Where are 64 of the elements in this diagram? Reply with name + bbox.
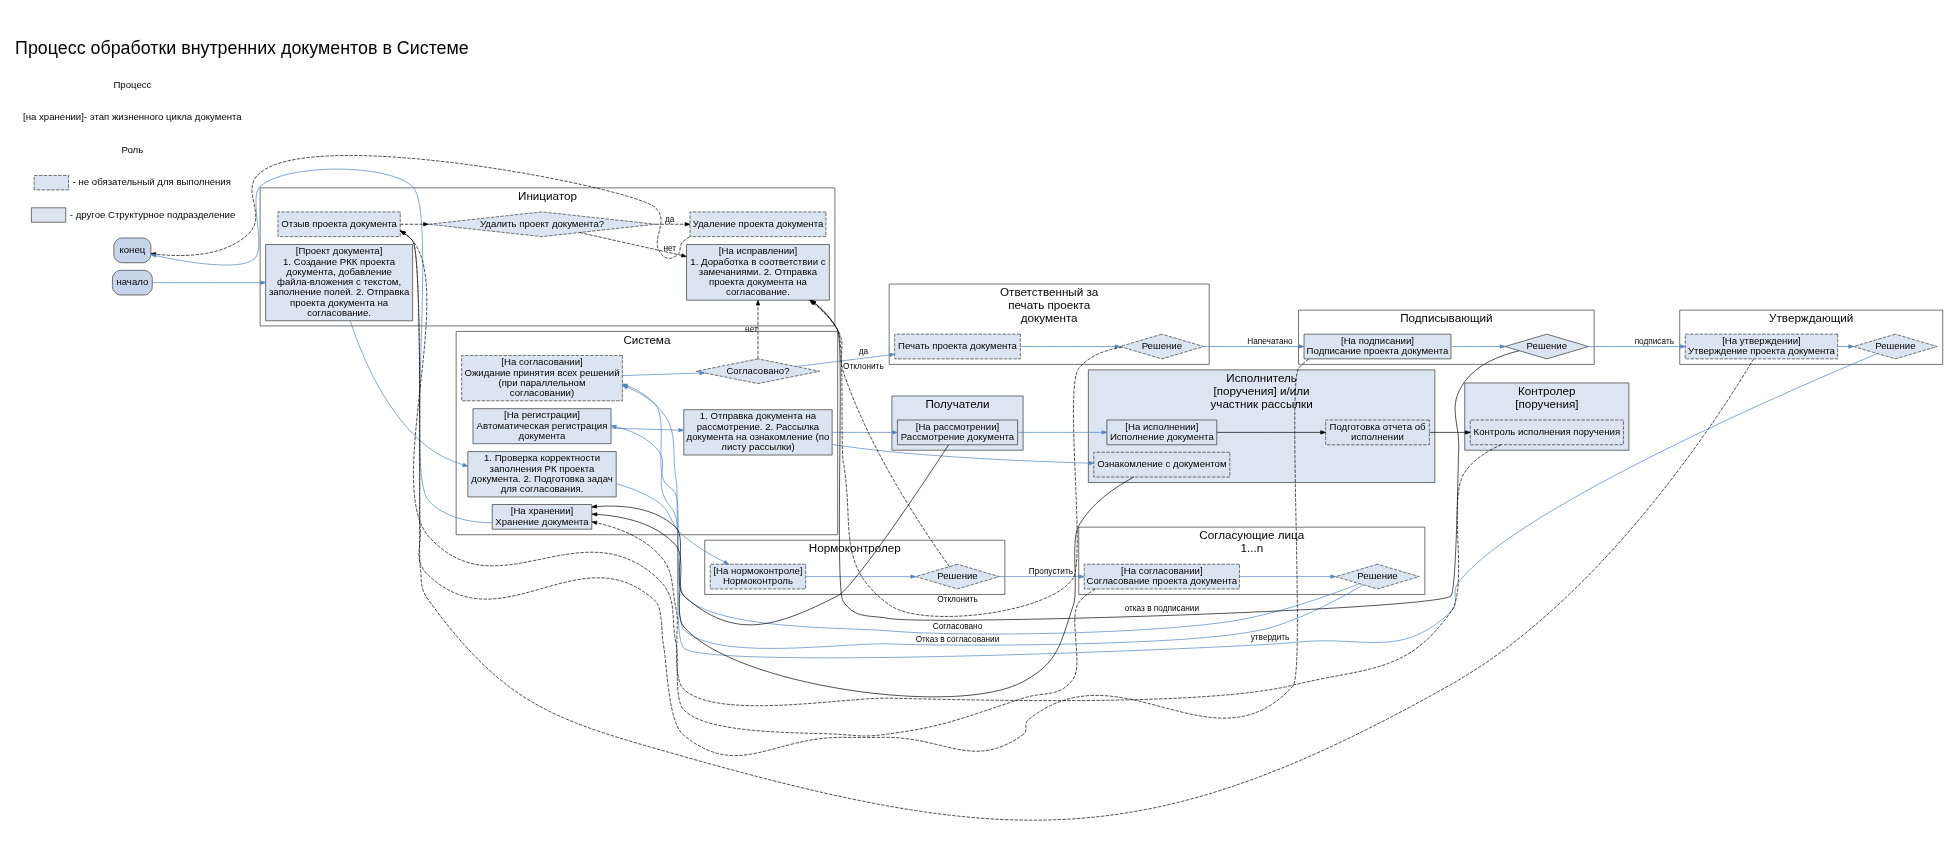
node-box: [На подписании] Подписание проекта документа	[1303, 333, 1452, 359]
arrow	[622, 370, 705, 376]
arrow	[400, 230, 1310, 756]
node-box: Ознакомление с документом	[1093, 451, 1231, 477]
arrow	[999, 574, 1085, 579]
label: [на хранении]- этап жизненного цикла документа	[23, 110, 242, 122]
node-box: Контроль исполнения поручения	[1469, 419, 1624, 445]
arrow	[591, 444, 949, 625]
arrow	[832, 443, 1094, 465]
arrow	[655, 221, 691, 226]
node-box: Подготовка отчета об исполнении	[1325, 419, 1430, 445]
arrow	[831, 429, 898, 434]
node-box: [На нормоконтроле] Нормоконтроль	[709, 563, 807, 589]
arrow	[1216, 429, 1326, 434]
node-diamond: Согласовано?	[695, 358, 821, 384]
node-box: Отзыв проекта документа	[277, 211, 401, 237]
node-box: [На хранении] Хранение документа	[491, 503, 593, 530]
node-diamond: Удалить проект документа?	[428, 211, 656, 237]
node-box: [На исправлении] 1. Доработка в соответствии с замечаниями. 2. Отправка проекта документа на согласование.	[686, 243, 830, 300]
node-box: Удаление проекта документа	[689, 211, 827, 237]
diagram-title: Процесс обработки внутренних документов в Системе	[15, 37, 469, 58]
arrow	[796, 352, 895, 367]
node-box: [На регистрации] Автоматическая регистрация документа	[472, 407, 612, 444]
node-diamond: Решение	[1504, 333, 1589, 359]
arrow	[400, 230, 1754, 820]
arrow	[610, 427, 685, 432]
node-box: конец	[113, 237, 152, 263]
node-diamond: Решение	[1335, 563, 1420, 589]
arrow	[610, 352, 1878, 658]
arrow	[1017, 429, 1108, 434]
node-diamond: Решение	[915, 563, 1000, 589]
node-box: 1. Отправка документа на рассмотрение. 2. Рассылка документа на ознакомление (по листу рассылки)	[683, 408, 833, 455]
node-box: [На согласовании] Согласование проекта документа	[1083, 563, 1240, 589]
arrow	[1239, 574, 1336, 579]
arrow	[579, 231, 687, 257]
node-box: [На утверждении] Утверждение проекта документа	[1684, 333, 1839, 359]
node-box: 1. Проверка корректности заполнения РК проекта документа. 2. Подготовка задач для согласования.	[467, 450, 617, 497]
arrow	[152, 280, 266, 285]
node-diamond: Решение	[1853, 333, 1938, 359]
arrow	[805, 574, 916, 579]
arrow	[1203, 344, 1305, 349]
node-diamond: Решение	[1119, 333, 1204, 359]
node-box: [На исполнении] Исполнение документа	[1106, 419, 1218, 445]
label: Роль	[121, 143, 144, 155]
arrow	[1837, 344, 1854, 349]
arrow	[1020, 344, 1121, 349]
arrow	[400, 230, 1096, 736]
arrow	[755, 299, 760, 359]
legend-label: - другое Структурное подразделение	[69, 208, 236, 220]
arrow	[616, 482, 730, 565]
node-box: начало	[112, 269, 153, 295]
node-box: Печать проекта документа	[894, 333, 1021, 359]
legend-label: - не обязательный для выполнения	[72, 175, 231, 187]
arrow	[399, 221, 429, 226]
node-box: [Проект документа] 1. Создание РКК проекта документа, добавление файла-вложения с текстом, заполнение полей. 2. Отправка проекта документа на согласование.	[265, 243, 413, 321]
node-box: [На рассмотрении] Рассмотрение документа	[897, 419, 1018, 445]
arrow	[349, 320, 469, 467]
arrow	[591, 476, 1135, 697]
arrow	[1588, 344, 1686, 349]
arrow	[591, 443, 1502, 706]
arrow	[1429, 429, 1471, 434]
arrow	[1450, 344, 1506, 349]
label: Процесс	[113, 78, 152, 90]
node-box: [На согласовании] Ожидание принятия всех решений (при параллельном согласовании)	[461, 354, 623, 401]
